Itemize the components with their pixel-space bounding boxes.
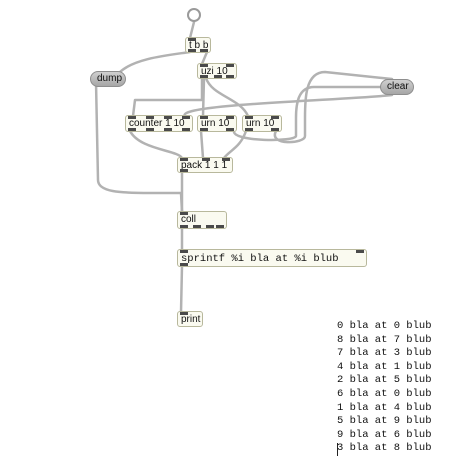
urn-object-1[interactable]: urn 10 xyxy=(197,115,237,132)
outlet[interactable] xyxy=(193,225,201,228)
outlet[interactable] xyxy=(180,263,188,266)
outlet[interactable] xyxy=(164,128,172,131)
inlet[interactable] xyxy=(180,250,188,253)
console-line: 3 bla at 8 blub xyxy=(337,442,432,455)
cord-uzi-to-urn2 xyxy=(204,76,250,118)
outlet[interactable] xyxy=(180,169,188,172)
inlet[interactable] xyxy=(226,116,234,119)
object-label: uzi 10 xyxy=(201,66,228,77)
object-label: coll xyxy=(181,214,197,225)
outlet[interactable] xyxy=(226,75,234,78)
pack-object[interactable]: pack 1 1 1 xyxy=(177,157,233,173)
console-line: 8 bla at 7 blub xyxy=(337,333,432,346)
cord-dump-to-coll xyxy=(94,80,184,214)
outlet[interactable] xyxy=(214,75,222,78)
console-line: 4 bla at 1 blub xyxy=(337,360,432,373)
inlet[interactable] xyxy=(182,116,190,119)
outlet[interactable] xyxy=(200,128,208,131)
outlet[interactable] xyxy=(216,225,224,228)
cord-clear-to-urn1 xyxy=(232,85,394,142)
inlet[interactable] xyxy=(180,312,188,315)
object-label: pack 1 1 1 xyxy=(181,160,228,171)
console-line: 5 bla at 9 blub xyxy=(337,415,432,428)
cord-clear-to-urn2 xyxy=(273,70,394,144)
cord-urn2-to-pack xyxy=(222,129,248,160)
console-line: 9 bla at 6 blub xyxy=(337,428,432,441)
outlet[interactable] xyxy=(200,49,208,52)
inlet[interactable] xyxy=(164,116,172,119)
object-label: print xyxy=(181,314,201,325)
message-label: clear xyxy=(387,81,409,92)
dump-message[interactable]: dump xyxy=(90,71,126,87)
trigger-object[interactable]: t b b xyxy=(185,37,211,53)
inlet[interactable] xyxy=(180,212,188,215)
inlet[interactable] xyxy=(226,64,234,67)
print-object[interactable]: print xyxy=(177,311,203,327)
console-line: 2 bla at 5 blub xyxy=(337,374,432,387)
inlet[interactable] xyxy=(271,116,279,119)
console-line: 1 bla at 4 blub xyxy=(337,401,432,414)
inlet[interactable] xyxy=(202,158,210,161)
outlet[interactable] xyxy=(271,128,279,131)
object-label: t b b xyxy=(189,40,209,51)
inlet[interactable] xyxy=(188,38,196,41)
inlet[interactable] xyxy=(200,64,208,67)
text-caret xyxy=(337,443,338,456)
outlet[interactable] xyxy=(188,49,196,52)
sprintf-object[interactable]: sprintf %i bla at %i blub xyxy=(177,249,367,267)
counter-object[interactable]: counter 1 10 xyxy=(125,115,193,132)
outlet[interactable] xyxy=(128,128,136,131)
outlet[interactable] xyxy=(182,128,190,131)
cord-clear-to-counter xyxy=(183,93,394,118)
clear-message[interactable]: clear xyxy=(380,79,414,95)
inlet[interactable] xyxy=(128,116,136,119)
console-line: 6 bla at 0 blub xyxy=(337,387,432,400)
outlet[interactable] xyxy=(200,75,208,78)
outlet[interactable] xyxy=(226,128,234,131)
urn-object-2[interactable]: urn 10 xyxy=(242,115,282,132)
cord-urn1-to-pack xyxy=(199,129,205,160)
outlet[interactable] xyxy=(245,128,253,131)
cord-uzi-to-urn1 xyxy=(201,76,206,118)
cord-bang-to-trigger xyxy=(188,20,196,40)
cord-uzi-to-counter xyxy=(131,76,204,118)
inlet[interactable] xyxy=(222,158,230,161)
object-label: counter 1 10 xyxy=(129,118,185,129)
console-output: 0 bla at 0 blub 8 bla at 7 blub 7 bla at… xyxy=(337,320,432,456)
cord-trigger-to-dump xyxy=(118,50,192,74)
uzi-object[interactable]: uzi 10 xyxy=(197,63,237,79)
coll-object[interactable]: coll xyxy=(177,211,227,229)
inlet[interactable] xyxy=(200,116,208,119)
inlet[interactable] xyxy=(180,158,188,161)
bang-button[interactable] xyxy=(187,8,201,22)
message-label: dump xyxy=(97,73,123,84)
cord-sprintf-to-print xyxy=(179,264,184,314)
cord-counter-to-pack xyxy=(128,129,184,160)
inlet[interactable] xyxy=(245,116,253,119)
outlet[interactable] xyxy=(180,225,188,228)
inlet[interactable] xyxy=(146,116,154,119)
console-line: 7 bla at 3 blub xyxy=(337,347,432,360)
outlet[interactable] xyxy=(206,225,214,228)
object-label: sprintf %i bla at %i blub xyxy=(181,253,339,265)
object-label: urn 10 xyxy=(201,118,230,129)
outlet[interactable] xyxy=(146,128,154,131)
console-line: 0 bla at 0 blub xyxy=(337,320,432,332)
inlet[interactable] xyxy=(356,250,364,253)
cord-trigger-to-uzi xyxy=(200,50,209,66)
object-label: urn 10 xyxy=(246,118,275,129)
